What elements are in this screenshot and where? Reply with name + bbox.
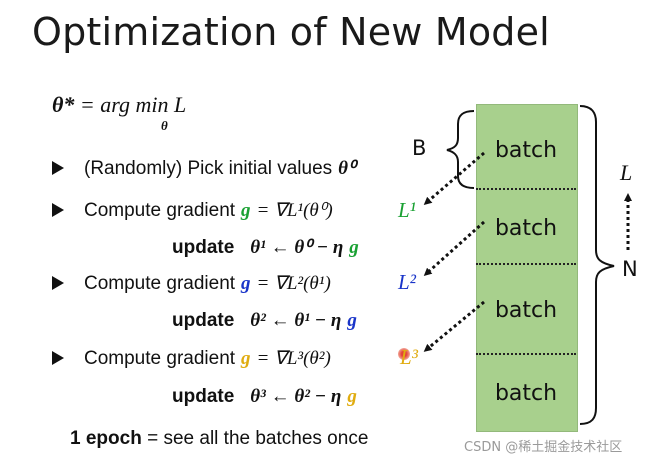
batch-to-L1-arrow-icon [423,151,485,205]
update-expression: θ³ ← θ² − η [250,386,342,407]
update-g: g [347,386,357,407]
epoch-bold: 1 epoch [70,428,142,449]
small-brace-icon [446,110,475,189]
cursor-highlight-icon [398,348,410,360]
update-expression: θ¹ ← θ⁰ − η [250,237,344,258]
update-label: update [172,237,235,258]
bullet-text: Compute gradient [84,200,236,221]
gradient-expression: = ∇L²(θ¹) [256,273,331,294]
watermark: CSDN @稀土掘金技术社区 [464,440,623,455]
batch-divider [476,188,576,190]
gradient-expression: = ∇L¹(θ⁰) [256,200,333,221]
equals-sign: = [79,92,95,117]
side-label-L3: L³ [400,345,418,369]
label-n: N [622,257,638,281]
bullet-pick-initial: (Randomly) Pick initial values θ⁰ [52,157,356,180]
batch-label: batch [494,138,558,163]
theta-star: θ* [52,92,75,117]
epoch-definition: 1 epoch = see all the batches once [70,428,368,450]
batch-label: batch [494,298,558,323]
bullet-gradient-2: Compute gradient g = ∇L²(θ¹) [52,272,331,295]
bullet-gradient-1: Compute gradient g = ∇L¹(θ⁰) [52,199,333,222]
batch-divider [476,263,576,265]
update-g: g [347,310,357,331]
bullet-text: Compute gradient [84,348,236,369]
batch-to-L3-arrow-icon [423,300,485,352]
update-expression: θ² ← θ¹ − η [250,310,342,331]
argmin-formula: θ* = arg min L [52,92,186,118]
gradient-g: g [241,348,251,369]
epoch-rest: = see all the batches once [147,428,369,449]
batch-label: batch [494,381,558,406]
update-3: update θ³ ← θ² − η g [172,386,357,408]
page-title: Optimization of New Model [32,10,550,54]
bullet-text: Compute gradient [84,273,236,294]
batch-to-L2-arrow-icon [423,220,486,277]
bullet-text: (Randomly) Pick initial values [84,158,333,179]
label-b: B [412,136,427,160]
argmin-text: arg min [100,92,169,117]
batch-label: batch [494,216,558,241]
bullet-arrow-icon [52,276,64,290]
update-1: update θ¹ ← θ⁰ − η g [172,236,359,259]
loss-symbol: L [174,92,187,117]
batch-divider [476,353,576,355]
update-g: g [349,237,359,258]
theta-zero: θ⁰ [338,158,356,179]
big-brace-icon [579,105,615,425]
label-l: L [620,160,633,185]
bullet-arrow-icon [52,161,64,175]
side-label-L1: L¹ [398,198,416,222]
side-label-L2: L² [398,270,416,294]
data-column [476,104,578,432]
bullet-arrow-icon [52,203,64,217]
gradient-g: g [241,200,251,221]
update-label: update [172,386,235,407]
update-2: update θ² ← θ¹ − η g [172,310,357,332]
bullet-arrow-icon [52,351,64,365]
gradient-expression: = ∇L³(θ²) [256,348,331,369]
bullet-gradient-3: Compute gradient g = ∇L³(θ²) [52,347,331,370]
update-label: update [172,310,235,331]
argmin-subscript: θ [161,118,168,133]
gradient-g: g [241,273,251,294]
